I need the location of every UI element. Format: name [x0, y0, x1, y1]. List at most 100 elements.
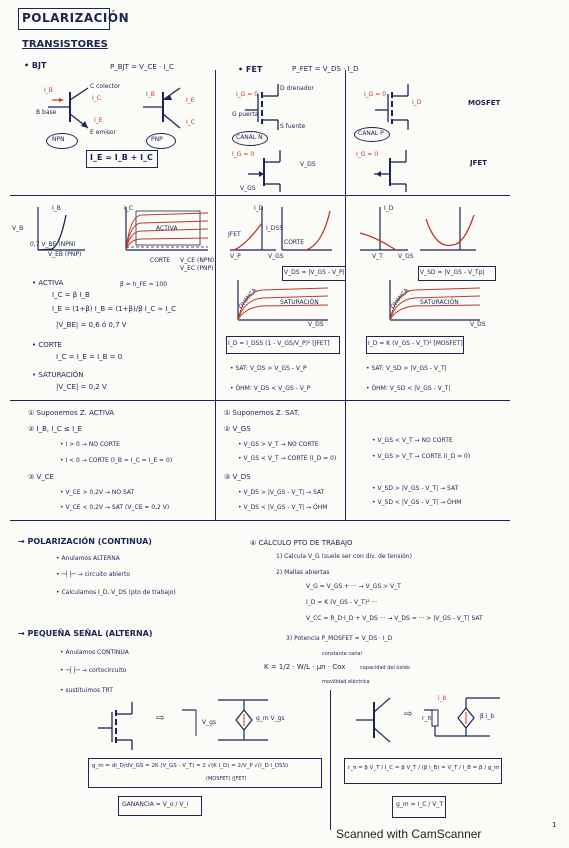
mos-vt: V_T [372, 253, 383, 260]
jfet-vgs-axis: V_GS [268, 253, 284, 260]
bjt-vb-label: V_B [12, 225, 24, 232]
bjt-ie-eq: I_E = (1+β) I_B = (1+β)/β I_C ≃ I_C [52, 305, 176, 313]
bjt-current-relation-box [86, 150, 158, 168]
gm-bjt-formula: g_m = I_C / V_T [396, 801, 444, 808]
mosfet-p-ig: I_G = 0 [364, 91, 387, 98]
jfet-output-curve [237, 280, 329, 321]
rpi-formula: r_π = β V_T / I_C = β V_T / (β I_B) = V_… [348, 765, 500, 771]
section-subtitle: TRANSISTORES [22, 39, 108, 50]
pnp-badge [146, 133, 176, 149]
alterna-line-2: • ─┤├─ → cortocircuito [60, 667, 127, 674]
continua-line-1: • Anulamos ALTERNA [56, 555, 120, 562]
ganancia-formula: GANANCIA = V_o / V_i [122, 801, 189, 808]
bjt-step-1: ① Suponemos Z. ACTIVA [28, 409, 115, 417]
mos-vsd-axis: V_DS [470, 321, 486, 328]
bjt-ib-axis: I_B [52, 205, 61, 212]
beta-ib-label: β i_b [480, 713, 495, 720]
mosfet-n-icon [245, 84, 279, 130]
fet-header: • FET [238, 65, 263, 74]
channel-n-label: CANAL N [236, 134, 263, 141]
jfet-vp: V_P [230, 253, 241, 260]
pnp-ic-label: I_C [186, 119, 195, 126]
jfet-curve-label: JFET [228, 231, 241, 238]
bjt-small-signal-icon [356, 697, 391, 743]
mos-transfer-curve [359, 207, 476, 251]
mos-id-box [366, 336, 464, 354]
calculo-line-1: 1) Calcula V_G (suele ser con div. de te… [276, 553, 412, 560]
mos-step-2b: • V_GS > V_T → CORTE (I_D = 0) [372, 453, 471, 460]
channel-p-label: CANAL P [358, 130, 384, 137]
jfet-vds-sat: V_DS = |V_GS - V_P| [284, 269, 345, 276]
title-box [18, 8, 110, 30]
mos-vsd-sat-box [418, 266, 496, 281]
mosfet-small-signal-icon [98, 702, 133, 750]
alterna-header: → PEQUEÑA SEÑAL (ALTERNA) [18, 629, 153, 638]
mosfet-label: MOSFET [468, 99, 501, 107]
pnp-ib-label: I_B [146, 91, 155, 98]
fet-step-3: ③ V_DS [224, 473, 251, 481]
calculo-line-2: 2) Mallas abiertas [276, 569, 330, 576]
jfet-idss: I_DSS [266, 225, 284, 232]
k-note-capacidad: capacidad del óxido [360, 665, 410, 671]
equivalent-arrow-fet: ⇨ [156, 713, 165, 724]
gm-fet-box [88, 758, 322, 788]
npn-badge [46, 133, 78, 149]
jfet-ohm-cond: • ÓHM: V_DS < V_GS - V_P [230, 385, 311, 392]
divider-small-signal [330, 690, 332, 830]
gm-vgs-label: g_m V_gs [256, 715, 285, 722]
pnp-label: PNP [151, 136, 163, 143]
bjt-activa-title: • ACTIVA [32, 279, 64, 287]
mos-vgs-axis: V_GS [398, 253, 414, 260]
jfet-n-vds: V_DS [300, 161, 316, 168]
continua-header: → POLARIZACIÓN (CONTINUA) [18, 537, 152, 546]
jfet-n-ig: I_G = 0 [232, 151, 255, 158]
bjt-input-curve [37, 207, 85, 251]
ganancia-box [118, 796, 202, 816]
bjt-step-2a: • I > 0 → NO CORTE [60, 441, 120, 448]
divider-fet-mos [345, 70, 347, 520]
jfet-vds-sat-box [282, 266, 346, 281]
equivalent-arrow-bjt: ⇨ [404, 709, 413, 720]
bjt-vbe-npn: 0,7 V_BE (NPN) [30, 241, 76, 248]
calculo-line-3: V_G = V_GS + ··· → V_GS > V_T [306, 583, 401, 590]
bjt-sat-eq: |V_CE| = 0,2 V [56, 383, 107, 391]
jfet-n-vgs: V_GS [240, 185, 256, 192]
mosfet-n-gate: G puerta [232, 111, 259, 118]
fet-step-2a: • V_GS > V_T → NO CORTE [238, 441, 319, 448]
bjt-header: • BJT [24, 61, 47, 70]
bjt-corte-eq: I_C = I_E = I_B = 0 [56, 353, 123, 361]
alterna-line-1: • Anulamos CONTINUA [60, 649, 129, 656]
mos-sat-cond: • SAT: V_SD > |V_GS - V_T| [366, 365, 447, 372]
fet-equivalent-circuit-icon [182, 699, 268, 741]
npn-ib-label: I_B [44, 87, 53, 94]
divider-row2 [10, 400, 510, 402]
scanner-footer: Scanned with CamScanner [336, 827, 482, 841]
calculo-line-5: V_CC = R_D·I_D + V_DS ··· → V_DS = ··· >… [306, 615, 483, 622]
mos-step-3b: • V_SD < |V_GS - V_T| → ÓHM [372, 499, 462, 506]
bjt-veb-pnp: V_EB (PNP) [48, 251, 82, 258]
fet-step-2: ② V_GS [224, 425, 251, 433]
mos-corte: CORTE [284, 239, 305, 246]
bjt-power: P_BJT = V_CE · I_C [110, 63, 174, 71]
divider-row1 [10, 195, 510, 197]
fet-step-2b: • V_GS < V_T → CORTE (I_D = 0) [238, 455, 337, 462]
bjt-beta-note: β = h_FE ≈ 100 [120, 281, 168, 288]
page-title: POLARIZACIÓN [22, 11, 130, 25]
jfet-id-eq: I_D = I_DSS (1 - V_GS/V_P)² [JFET] [228, 340, 330, 347]
bjt-vec-axis: V_EC (PNP) [180, 265, 214, 272]
mos-step-2a: • V_GS < V_T → NO CORTE [372, 437, 453, 444]
bjt-step-2b: • I < 0 → CORTE (I_B = I_C = I_E = 0) [60, 457, 173, 464]
k-note-movilidad: movilidad eléctrica [322, 679, 370, 685]
channel-n-badge [232, 131, 268, 146]
bjt-equivalent-circuit-icon [424, 697, 500, 737]
jfet-n-icon [248, 150, 281, 192]
rpi-small-label: r_π [422, 715, 432, 722]
calculo-line-4: I_D = K (V_GS - V_T)² ··· [306, 599, 378, 606]
fet-step-3b: • V_DS < |V_GS - V_T| → ÓHM [238, 504, 328, 511]
bjt-corte-title: • CORTE [32, 341, 62, 349]
jfet-id-axis: I_D [254, 205, 264, 212]
divider-bjt-fet [215, 70, 217, 520]
npn-ic-label: I_C [92, 95, 101, 102]
pnp-transistor-icon [143, 87, 181, 129]
